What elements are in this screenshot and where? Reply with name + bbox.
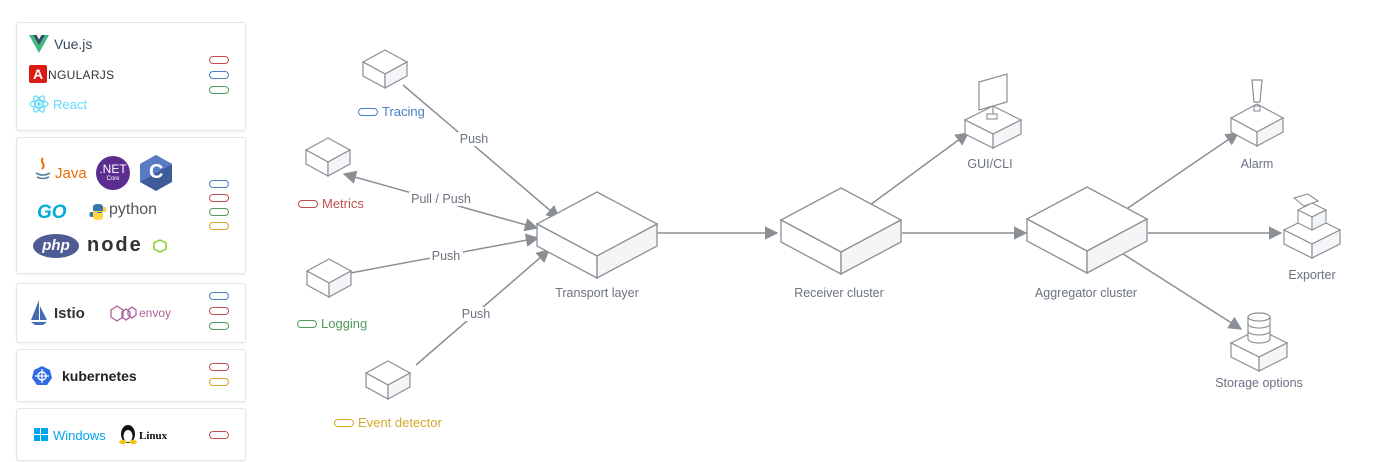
tracing-pill (209, 292, 229, 300)
linux-label: Linux (139, 430, 168, 442)
metrics-pill (209, 56, 229, 64)
vue-label: Vue.js (54, 36, 93, 52)
event-source-label: Event detector (334, 415, 442, 430)
logging-pill (209, 208, 229, 216)
logging-pill (209, 86, 229, 94)
c-label: C (149, 161, 164, 183)
windows-label: Windows (53, 428, 106, 443)
event-label-text: Event detector (358, 415, 442, 430)
node-hex-icon (153, 239, 167, 253)
php-label: php (42, 237, 70, 254)
envoy-label: envoy (139, 306, 172, 320)
gui-cli-label: GUI/CLI (967, 157, 1013, 171)
dotnet-label: .NET (99, 162, 127, 176)
istio-logo (30, 300, 48, 326)
java-label: Java (55, 165, 87, 182)
metrics-label-text: Metrics (322, 196, 364, 211)
languages-box: Java .NET Core C GO python php node (16, 137, 246, 274)
edge-aggregator-alarm (1124, 132, 1240, 211)
logging-pill (209, 322, 229, 330)
aggregator-node-cube (1025, 186, 1149, 275)
package-icon (1292, 193, 1328, 231)
exporter-label: Exporter (1288, 268, 1336, 282)
react-logo (29, 94, 49, 114)
edge-label-pull-push: Pull / Push (409, 192, 473, 206)
alarm-node-cube (1229, 103, 1285, 148)
alarm-label: Alarm (1240, 157, 1274, 171)
event-node-cube (365, 360, 411, 400)
logging-label-text: Logging (321, 316, 368, 331)
event-pill (334, 418, 354, 427)
edge-aggregator-storage (1119, 251, 1243, 330)
python-logo (89, 203, 107, 221)
transport-layer-label: Transport layer (555, 286, 639, 300)
monitor-icon (978, 73, 1008, 120)
metrics-pill (209, 363, 229, 371)
metrics-pill (298, 199, 318, 208)
c-logo: C (139, 154, 173, 192)
react-label: React (53, 97, 87, 112)
istio-label: Istio (54, 305, 85, 322)
frontend-frameworks-box: Vue.js A NGULARJS React (16, 22, 246, 131)
edge-label-push-event: Push (459, 307, 493, 321)
tracing-label-text: Tracing (382, 104, 425, 119)
tracing-pill (209, 71, 229, 79)
aggregator-cluster-label: Aggregator cluster (1034, 286, 1138, 300)
tracing-source-label: Tracing (358, 104, 425, 119)
logging-node-cube (306, 258, 352, 298)
angular-logo: A (29, 65, 47, 83)
tracing-pill (358, 107, 378, 116)
metrics-pill (209, 194, 229, 202)
event-pill (209, 222, 229, 230)
edge-receiver-gui (869, 132, 970, 206)
angular-a: A (33, 66, 44, 82)
receiver-node-cube (779, 187, 903, 276)
linux-tux-logo (119, 422, 137, 444)
edge-label-push-tracing: Push (457, 132, 491, 146)
kubernetes-logo (31, 365, 53, 387)
vue-logo (29, 35, 49, 53)
dotnet-core-label: Core (106, 176, 120, 182)
python-label: python (109, 201, 158, 218)
php-logo: php (33, 234, 79, 258)
dotnet-logo: .NET Core (96, 156, 130, 190)
orchestration-box: kubernetes (16, 349, 246, 402)
storage-options-label: Storage options (1215, 376, 1303, 390)
logging-source-label: Logging (297, 316, 367, 331)
service-mesh-box: Istio envoy (16, 283, 246, 343)
logging-pill (297, 319, 317, 328)
node-label: node (87, 234, 143, 256)
tracing-pill (209, 180, 229, 188)
metrics-source-label: Metrics (298, 196, 364, 211)
receiver-cluster-label: Receiver cluster (794, 286, 884, 300)
envoy-logo (108, 304, 138, 322)
tracing-node-cube (362, 49, 408, 89)
alarm-exclamation-icon (1251, 79, 1263, 112)
angular-label: NGULARJS (48, 68, 115, 82)
metrics-node-cube (305, 137, 351, 177)
os-box: Windows Linux (16, 408, 246, 461)
metrics-pill (209, 431, 229, 439)
gui-node-cube (963, 105, 1023, 149)
go-label: GO (37, 202, 67, 223)
database-icon (1247, 312, 1271, 344)
kubernetes-label: kubernetes (62, 368, 137, 384)
java-logo (33, 156, 53, 182)
event-pill (209, 378, 229, 386)
edge-label-push-logging: Push (429, 249, 463, 263)
transport-node-cube (535, 191, 659, 280)
windows-logo (34, 428, 48, 441)
metrics-pill (209, 307, 229, 315)
